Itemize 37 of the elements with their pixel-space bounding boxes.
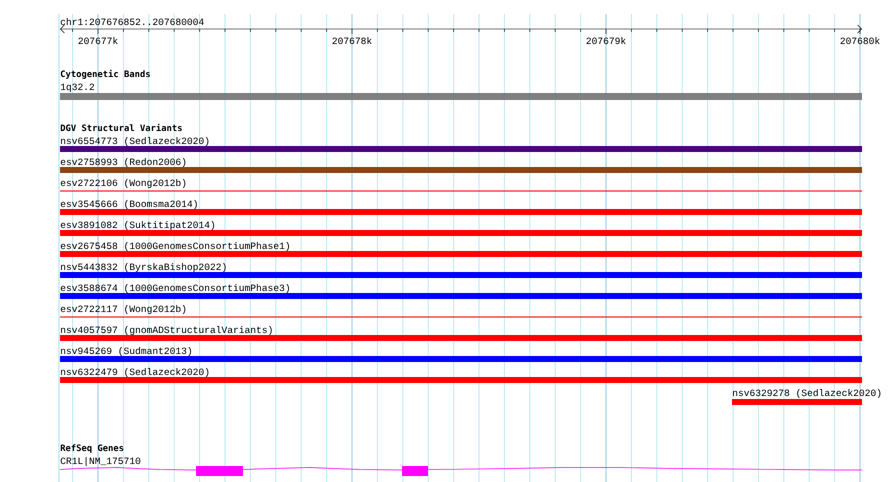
variant-bar: nsv6329278 (Sedlazeck2020) [732,389,880,405]
tick-label: 207678k [332,37,372,44]
position-label: chr1:207676852..207680004 [60,18,204,26]
variant-bar: nsv945269 (Sudmant2013) [60,347,862,362]
node-label: nsv945269 (Sudmant2013) [61,347,192,356]
variant-bar: esv2675458 (1000GenomesConsortiumPhase1) [60,242,862,257]
variant-bar: esv3545666 (Boomsma2014) [60,200,862,215]
node-label: nsv5443832 (ByrskaBishop2022) [61,263,226,272]
node-label: nsv6322479 (Sedlazeck2020) [61,368,208,377]
node-label: nsv6554773 (Sedlazeck2020) [61,137,208,146]
variant-bar: esv2722117 (Wong2012b) [60,305,862,318]
tick-label: 207677k [78,37,118,44]
node-label: 1q32.2 [60,84,94,92]
variant-bar: esv3588674 (1000GenomesConsortiumPhase3) [60,284,862,299]
tick-label: 207679k [586,37,626,44]
variant-bar: esv2722106 (Wong2012b) [60,179,862,192]
gene-model: CR1L|NM_175710 [60,457,862,476]
tick-label: 207680k [840,37,880,44]
node-label: esv2758993 (Redon2006) [60,158,186,167]
node-label: CR1L|NM_175710 [60,457,140,466]
node-label: esv2722106 (Wong2012b) [60,179,186,188]
node-label: esv3588674 (1000GenomesConsortiumPhase3) [60,284,289,293]
node-label: esv2722117 (Wong2012b) [60,305,186,314]
cytoband-bar: 1q32.2 [60,84,862,100]
node-label: esv2675458 (1000GenomesConsortiumPhase1) [60,242,289,251]
variant-bar: nsv5443832 (ByrskaBishop2022) [60,263,862,278]
variant-bar: nsv6322479 (Sedlazeck2020) [60,368,862,383]
track-title: Cytogenetic Bands [60,70,150,79]
node-label: nsv6329278 (Sedlazeck2020) [733,389,880,398]
variant-bar: esv3891082 (Suktitipat2014) [60,221,862,236]
track-title: DGV Structural Variants [60,124,182,132]
variant-bar: esv2758993 (Redon2006) [60,158,862,173]
variant-bar: nsv6554773 (Sedlazeck2020) [60,137,862,152]
node-label: nsv4057597 (gnomADStructuralVariants) [61,326,272,335]
node-label: esv3891082 (Suktitipat2014) [60,221,214,230]
node-label: esv3545666 (Boomsma2014) [60,200,197,209]
variant-bar: nsv4057597 (gnomADStructuralVariants) [60,326,862,341]
